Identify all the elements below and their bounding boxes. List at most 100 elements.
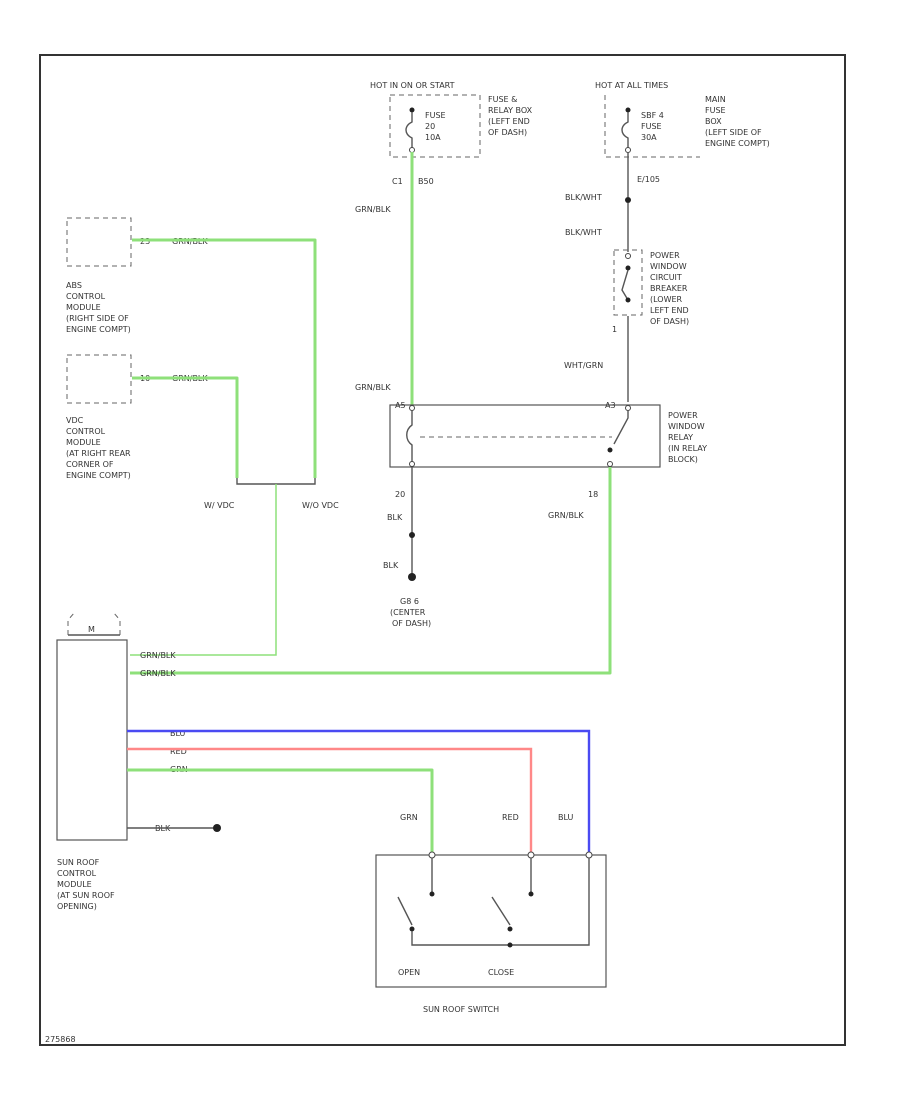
power-right-title: HOT AT ALL TIMES	[595, 81, 668, 90]
abs-control-module: 23 GRN/BLK ABS CONTROL MODULE (RIGHT SID…	[66, 217, 208, 334]
w-vdc-label: W/ VDC	[204, 501, 235, 510]
abs-label-3: MODULE	[66, 303, 101, 312]
fuse-right-top-node	[625, 107, 631, 113]
relay-label-5: BLOCK)	[668, 455, 698, 464]
motor-bracket-left	[67, 611, 76, 635]
switch-open-contact	[429, 891, 435, 897]
fuse-right-element	[621, 112, 629, 150]
footer-code: 275868	[45, 1035, 76, 1044]
fuse-box-right-outline	[604, 95, 700, 158]
relay-label-4: (IN RELAY	[668, 444, 707, 453]
switch-close-label: CLOSE	[488, 968, 514, 977]
cb-label-4: BREAKER	[650, 284, 688, 293]
module-wire-label-2: GRN/BLK	[140, 669, 176, 678]
switch-blu-label: BLU	[558, 813, 574, 822]
power-left-title: HOT IN ON OR START	[370, 81, 455, 90]
ground-label-2: (CENTER	[390, 608, 426, 617]
cb-contact-1	[625, 265, 631, 271]
blk-wht-label-2: BLK/WHT	[565, 228, 602, 237]
ground-label-1: G8 6	[400, 597, 419, 606]
module-wire-label-1: GRN/BLK	[140, 651, 176, 660]
abs-module-outline	[66, 217, 132, 267]
splice-blk-wht	[625, 197, 631, 203]
switch-box	[375, 854, 607, 988]
vdc-label-2: CONTROL	[66, 427, 106, 436]
cb-pin-1-label: 1	[612, 325, 617, 334]
fuse-box-right-label-4: (LEFT SIDE OF	[705, 128, 762, 137]
blk-wht-pin-label: E/105	[637, 175, 660, 184]
switch-close-blade	[491, 896, 511, 926]
wire-grn-blk-abs-vdc-to-module	[130, 484, 277, 656]
relay-label-3: RELAY	[668, 433, 693, 442]
switch-bus-node	[507, 942, 513, 948]
switch-grn-label: GRN	[400, 813, 418, 822]
fuse-left-top-node	[409, 107, 415, 113]
fuse-box-right-label-2: FUSE	[705, 106, 726, 115]
fuse-box-right-label-3: BOX	[705, 117, 722, 126]
relay-pin-20: 20	[395, 490, 405, 499]
cb-label-3: CIRCUIT	[650, 273, 682, 282]
vdc-label-3: MODULE	[66, 438, 101, 447]
sunroof-switch: OPEN CLOSE SUN ROOF SWITCH	[375, 851, 607, 1014]
sunroof-module-label-1: SUN ROOF	[57, 858, 100, 867]
power-feed-left: HOT IN ON OR START FUSE 20 10A FUSE & RE…	[355, 81, 533, 392]
relay-label-1: POWER	[668, 411, 698, 420]
relay-contact-top-pin	[625, 405, 631, 411]
vdc-label-6: ENGINE COMPT)	[66, 471, 131, 480]
switch-label: SUN ROOF SWITCH	[423, 1005, 499, 1014]
sunroof-module-label-5: OPENING)	[57, 902, 97, 911]
cb-element	[621, 269, 629, 301]
sunroof-module-label-4: (AT SUN ROOF	[57, 891, 115, 900]
ground-g86-icon	[408, 573, 416, 581]
fuse-right-bottom-pin	[625, 147, 631, 153]
switch-open-label: OPEN	[398, 968, 420, 977]
relay-pin-a5: A5	[395, 401, 406, 410]
cb-label-7: OF DASH)	[650, 317, 689, 326]
wire-grn-blk-vdc	[132, 376, 239, 478]
wo-vdc-label: W/O VDC	[302, 501, 339, 510]
fuse-left-label-1: FUSE	[425, 111, 446, 120]
sunroof-module-box	[56, 639, 128, 841]
cb-label-5: (LOWER	[650, 295, 683, 304]
wire-blu	[127, 729, 591, 852]
switch-open-pivot	[409, 926, 415, 932]
sunroof-control-module: M GRN/BLK GRN/BLK BLU RED GRN BLK SUN RO…	[56, 611, 188, 911]
c1-pin-label: B50	[418, 177, 434, 186]
relay-contact-node	[607, 447, 613, 453]
grn-blk-label-2: GRN/BLK	[355, 383, 391, 392]
relay-pin-a3: A3	[605, 401, 616, 410]
switch-close-contact	[528, 891, 534, 897]
grn-blk-label-3: GRN/BLK	[548, 511, 584, 520]
fuse-box-left-outline	[389, 94, 481, 158]
switch-close-pivot	[507, 926, 513, 932]
blk-label-1: BLK	[387, 513, 403, 522]
abs-label-5: ENGINE COMPT)	[66, 325, 131, 334]
fuse-box-left-label-1: FUSE &	[488, 95, 517, 104]
diagram-frame	[39, 54, 846, 1046]
wire-grn	[127, 768, 434, 852]
fuse-box-left-label-3: (LEFT END	[488, 117, 530, 126]
sunroof-module-label-3: MODULE	[57, 880, 92, 889]
relay-box	[389, 404, 661, 468]
relay-coil-bottom-pin	[409, 461, 415, 467]
blk-wht-label-1: BLK/WHT	[565, 193, 602, 202]
switch-pin-grn	[428, 851, 436, 859]
fuse-left-bottom-pin	[409, 147, 415, 153]
wire-red	[127, 747, 533, 852]
sunroof-module-label-2: CONTROL	[57, 869, 97, 878]
motor-label: M	[88, 625, 95, 634]
relay-coil-top-pin	[409, 405, 415, 411]
c1-label: C1	[392, 177, 403, 186]
fuse-right-label-2: FUSE	[641, 122, 662, 131]
switch-pin-blu	[585, 851, 593, 859]
relay-label-2: WINDOW	[668, 422, 705, 431]
vdc-label-5: CORNER OF	[66, 460, 114, 469]
blk-label-2: BLK	[383, 561, 399, 570]
relay-pin-18: 18	[588, 490, 598, 499]
fuse-right-label-3: 30A	[641, 133, 657, 142]
switch-pin-red	[527, 851, 535, 859]
fuse-left-label-3: 10A	[425, 133, 441, 142]
cb-contact-2	[625, 297, 631, 303]
fuse-box-right-label-5: ENGINE COMPT)	[705, 139, 770, 148]
